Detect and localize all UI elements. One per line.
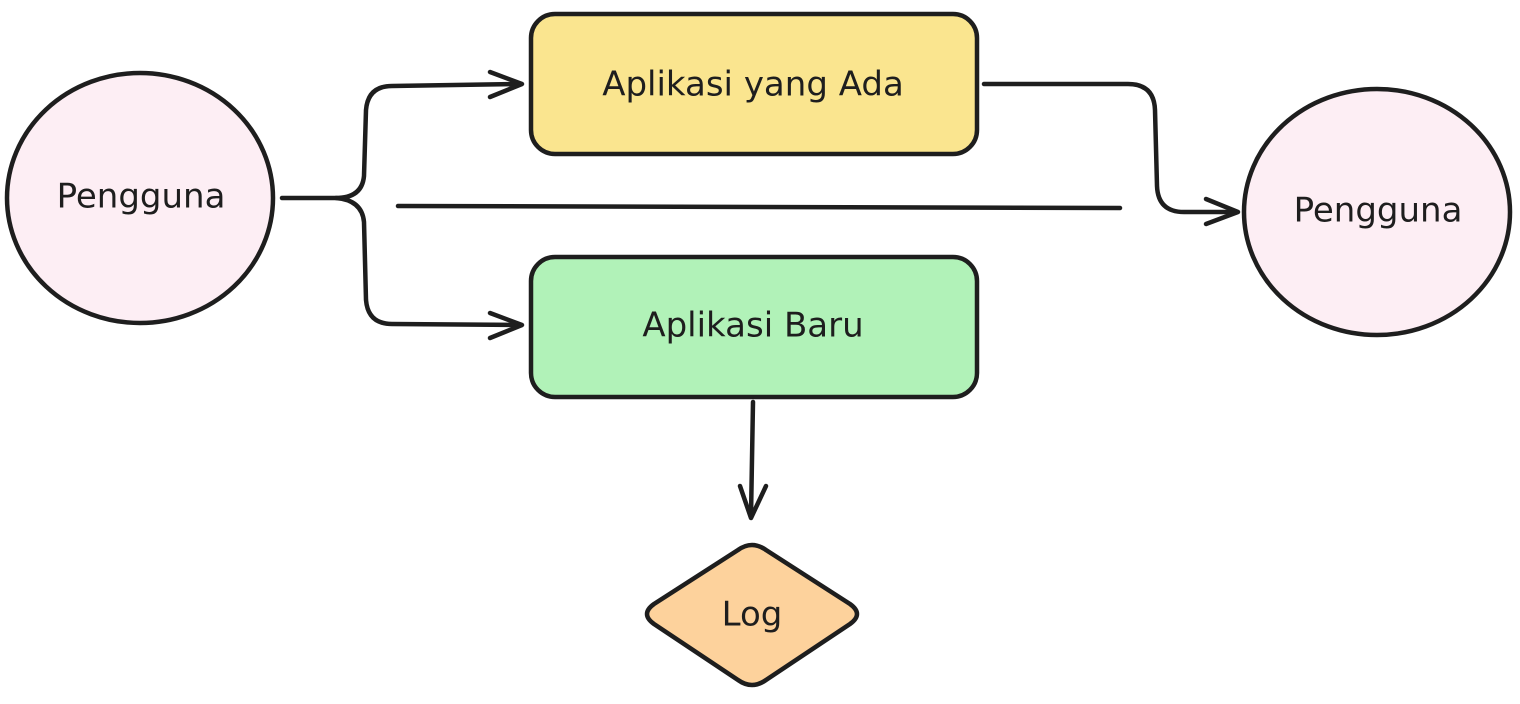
user-target-circle [1241, 86, 1513, 338]
connector-user-split [279, 81, 523, 201]
connector-user-to-new-app [333, 195, 523, 328]
log-label: Log [722, 595, 783, 635]
node-new-app: Aplikasi Baru [528, 254, 980, 400]
existing-app-label: Aplikasi yang Ada [602, 65, 904, 105]
node-user-source: Pengguna [4, 70, 276, 326]
node-user-target: Pengguna [1241, 86, 1513, 338]
new-app-box [528, 254, 980, 400]
connector-existing-app-to-user [981, 81, 1239, 215]
node-log: Log [644, 542, 860, 688]
new-app-label: Aplikasi Baru [642, 306, 863, 346]
user-source-circle [4, 70, 276, 326]
arrowhead-to-user-target [1203, 196, 1241, 227]
user-source-label: Pengguna [57, 177, 226, 217]
arrowhead-to-new-app [487, 310, 525, 341]
user-target-label: Pengguna [1294, 191, 1463, 231]
existing-app-box [528, 11, 980, 157]
node-existing-app: Aplikasi yang Ada [528, 11, 980, 157]
arrowhead-to-log [737, 483, 769, 521]
connector-new-app-to-log [748, 399, 756, 519]
log-diamond [644, 542, 860, 688]
divider-line [395, 203, 1123, 211]
arrowhead-to-existing-app [487, 69, 525, 100]
